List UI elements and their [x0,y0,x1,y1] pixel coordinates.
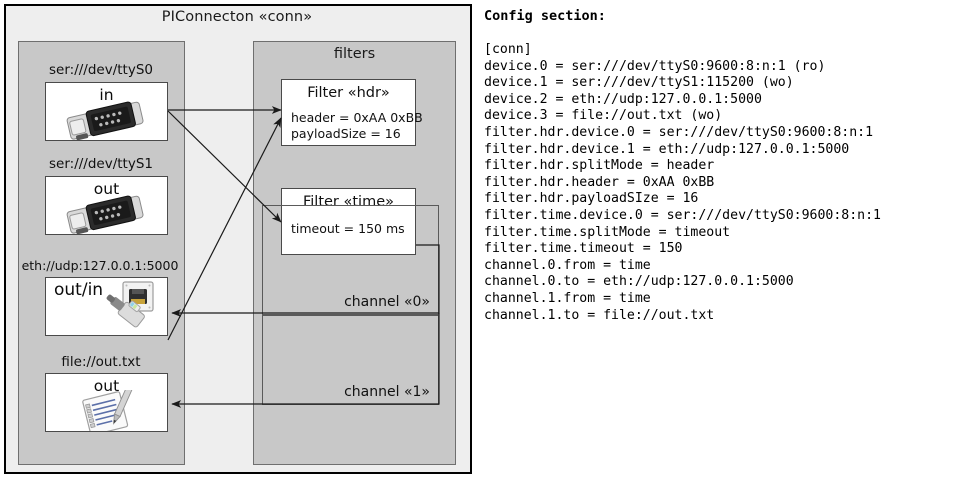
config-line: channel.1.from = time [484,290,651,306]
config-line: filter.hdr.device.1 = eth://udp:127.0.0.… [484,141,850,157]
arrow-ttys0-to-time [167,110,282,223]
config-panel [482,0,964,484]
device-label-file: file://out.txt [61,354,141,370]
config-line: channel.0.from = time [484,257,651,273]
page-title: PIConnecton «conn» [161,9,313,25]
config-line: filter.time.splitMode = timeout [484,224,731,240]
config-line: filter.hdr.payloadSIze = 16 [484,191,699,207]
config-line: filter.time.device.0 = ser:///dev/ttyS0:… [484,207,881,223]
device-direction-label: out/in [54,280,104,300]
device-direction-label: in [99,86,114,104]
channel-label-1: channel «1» [344,384,430,400]
filters-group-title: filters [333,46,376,62]
device-label-ttys0: ser:///dev/ttyS0 [49,62,153,78]
config-line: filter.time.timeout = 150 [484,241,683,257]
arrow-eth-to-hdr [167,117,282,341]
filter-attributes: timeout = 150 ms [291,221,405,236]
config-line: device.1 = ser:///dev/ttyS1:115200 (wo) [484,75,794,91]
channel-label-0: channel «0» [344,294,430,310]
config-text-block: [conn]device.0 = ser:///dev/ttyS0:9600:8… [484,42,962,324]
filter-title: Filter «hdr» [307,85,390,101]
connector-arrows [167,106,440,408]
filter-title: Filter «time» [302,194,395,210]
config-line: [conn] [484,42,532,57]
config-line: device.0 = ser:///dev/ttyS0:9600:8:n:1 (… [484,58,826,74]
config-line: filter.hdr.device.0 = ser:///dev/ttyS0:9… [484,124,874,140]
device-label-eth: eth://udp:127.0.0.1:5000 [21,258,179,273]
channel-path-0 [171,244,440,317]
config-line: filter.hdr.splitMode = header [484,158,715,174]
channel-path-1 [171,313,440,408]
filter-box-hdr[interactable]: Filter «hdr» header = 0xAA 0xBB payloadS… [281,79,423,146]
config-line: channel.1.to = file://out.txt [484,307,715,323]
config-line: channel.0.to = eth://udp:127.0.0.1:5000 [484,274,794,290]
filter-box-time[interactable]: Filter «time» timeout = 150 ms [281,188,416,255]
config-line: filter.hdr.header = 0xAA 0xBB [484,174,715,190]
config-line: device.2 = eth://udp:127.0.0.1:5000 [484,91,762,107]
filter-attributes: header = 0xAA 0xBB payloadSize = 16 [291,110,423,141]
device-direction-label: out [93,377,120,395]
device-direction-label: out [93,180,120,198]
config-line: device.3 = file://out.txt (wo) [484,108,723,124]
device-label-ttys1: ser:///dev/ttyS1 [49,156,153,172]
config-heading: Config section: [484,8,606,24]
